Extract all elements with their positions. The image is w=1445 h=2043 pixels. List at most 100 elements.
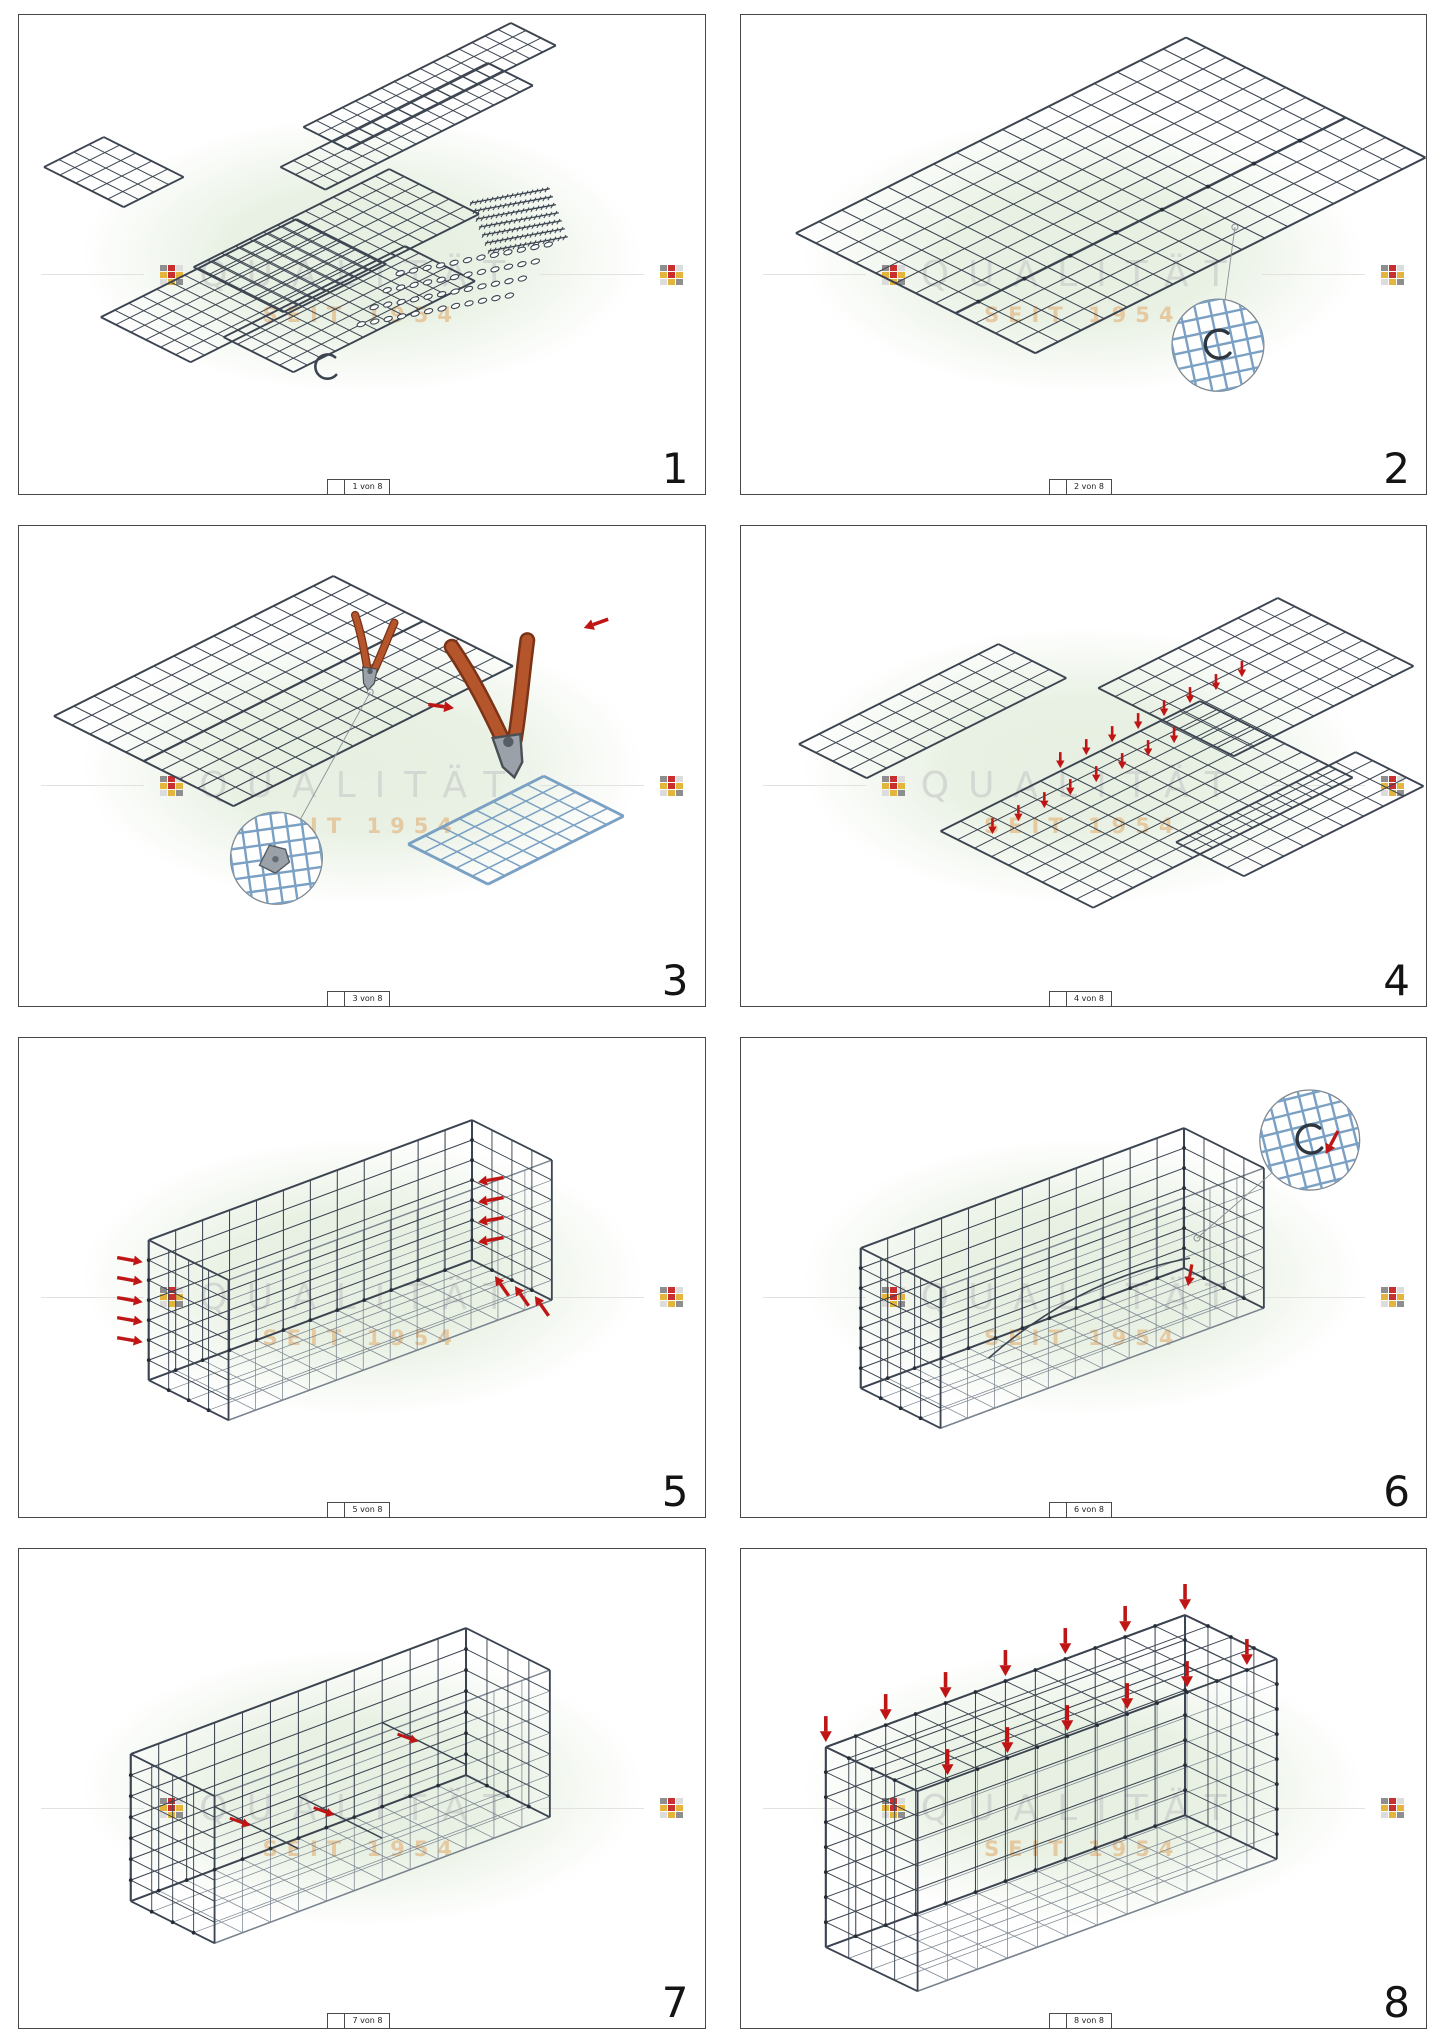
clip-dot [1021, 276, 1026, 281]
mesh-grid [916, 1658, 1278, 1992]
step-number: 6 [1383, 1466, 1410, 1516]
sheet-counter-label: 5 von 8 [352, 1504, 383, 1514]
mesh-grid [147, 1238, 230, 1421]
spiral-binder [472, 194, 553, 214]
step-panel-2: QUALITÄT SEIT 1954 2 2 von 8 [739, 14, 1427, 496]
sheet-counter-label: 1 von 8 [352, 482, 383, 492]
mesh-grid [43, 136, 185, 208]
spiral-binder [478, 210, 559, 230]
sheet-counter-spacer [328, 1502, 346, 1517]
step-2-illustration [794, 36, 1426, 392]
c-clip-fasteners [356, 241, 554, 328]
step-3-illustration [53, 575, 625, 906]
sheet-counter-label: 8 von 8 [1073, 2016, 1104, 2025]
sheet-counter-label: 3 von 8 [352, 993, 383, 1003]
mesh-grid [859, 1266, 1264, 1429]
sheet-counter-label: 7 von 8 [352, 2016, 383, 2025]
red-arrow [116, 1335, 143, 1346]
red-arrow [939, 1671, 952, 1698]
illustration-root [43, 22, 568, 380]
leader-line [1223, 223, 1238, 302]
mesh-grid [129, 1753, 216, 1944]
mesh-grid [794, 36, 1426, 355]
clip-dot [1205, 184, 1210, 189]
red-arrow [879, 1693, 892, 1720]
mesh-grid [147, 1118, 474, 1381]
illustration-root [819, 1583, 1279, 1992]
step-8-illustration [819, 1583, 1279, 1992]
red-arrow [1178, 1583, 1191, 1610]
step-panel-6: QUALITÄT SEIT 1954 6 6 von 8 [739, 1036, 1427, 1518]
illustration-root [858, 1088, 1360, 1429]
clip-dot [1297, 138, 1302, 143]
red-arrow [819, 1715, 832, 1742]
step-number: 4 [1383, 955, 1410, 1005]
sheet-counter: 5 von 8 [327, 1501, 391, 1517]
illustration-root [53, 575, 625, 906]
mesh-grid [859, 1246, 941, 1429]
red-arrow [1184, 1263, 1194, 1286]
red-arrow [116, 1295, 143, 1306]
red-arrow [477, 1175, 504, 1185]
mesh-grid [407, 775, 625, 886]
red-arrow [1107, 726, 1116, 743]
detail-zoom [1170, 298, 1265, 392]
red-arrow [116, 1315, 143, 1326]
red-arrow [116, 1275, 143, 1285]
mesh-grid [193, 168, 480, 314]
illustration-root [794, 36, 1426, 392]
spiral-binder [475, 202, 556, 222]
step-number: 5 [661, 1466, 689, 1516]
step-1-illustration [43, 22, 568, 380]
brace-wire [381, 1721, 467, 1766]
mesh-grid [859, 1126, 1185, 1389]
step-number: 2 [1383, 444, 1410, 494]
clip-dots [1205, 1623, 1256, 1650]
c-hook [314, 353, 338, 380]
sheet-counter-spacer [1050, 2014, 1067, 2028]
mesh-grid [302, 22, 557, 151]
step-number: 7 [661, 1978, 689, 2027]
sheet-counter-spacer [1050, 1502, 1067, 1517]
step-number: 1 [661, 444, 689, 494]
red-arrow [477, 1195, 504, 1205]
step-4-illustration [797, 597, 1424, 909]
mesh-grid [797, 643, 1067, 780]
red-arrow [116, 1255, 143, 1265]
red-arrow [477, 1215, 504, 1225]
step-panel-7: QUALITÄT SEIT 1954 7 7 von 8 [18, 1547, 706, 2029]
sheet-counter: 3 von 8 [327, 990, 391, 1006]
red-arrow [998, 1649, 1011, 1676]
sheet-counter: 2 von 8 [1048, 479, 1112, 495]
step-panel-4: QUALITÄT SEIT 1954 4 4 von 8 [739, 525, 1427, 1007]
sheet-counter-label: 2 von 8 [1073, 482, 1104, 492]
sheet-counter-label: 4 von 8 [1073, 993, 1104, 1003]
step-6-illustration [858, 1088, 1360, 1429]
step-number: 3 [661, 955, 689, 1005]
brace-wire [214, 1805, 299, 1850]
sheet-counter-spacer [328, 2014, 346, 2028]
mesh-grid [1097, 597, 1414, 758]
step-panel-1: QUALITÄT SEIT 1954 1 1 von 8 [18, 14, 706, 496]
sheet-counter-spacer [328, 991, 346, 1006]
mesh-grid [825, 1814, 1277, 1992]
clip-dot [1067, 253, 1072, 258]
sheet-counter-spacer [1050, 480, 1067, 495]
sheet-counter: 4 von 8 [1048, 990, 1112, 1006]
spiral-binder [469, 186, 550, 206]
sheet-counter-spacer [328, 480, 346, 495]
mesh-grid [939, 700, 1353, 909]
step-7-illustration [128, 1626, 551, 1944]
illustration-root [797, 597, 1424, 909]
sheet-counter: 8 von 8 [1048, 2013, 1112, 2028]
step-panel-3: QUALITÄT SEIT 1954 3 3 von 8 [18, 525, 706, 1007]
spiral-binder [487, 234, 568, 254]
brace-wire [298, 1795, 383, 1839]
red-arrow [1055, 752, 1064, 769]
detail-zoom [229, 811, 323, 906]
illustration-root [116, 1118, 553, 1421]
clip-dot [1251, 161, 1256, 166]
sheet-counter: 1 von 8 [327, 479, 391, 495]
sheet-counter: 6 von 8 [1048, 1501, 1112, 1517]
